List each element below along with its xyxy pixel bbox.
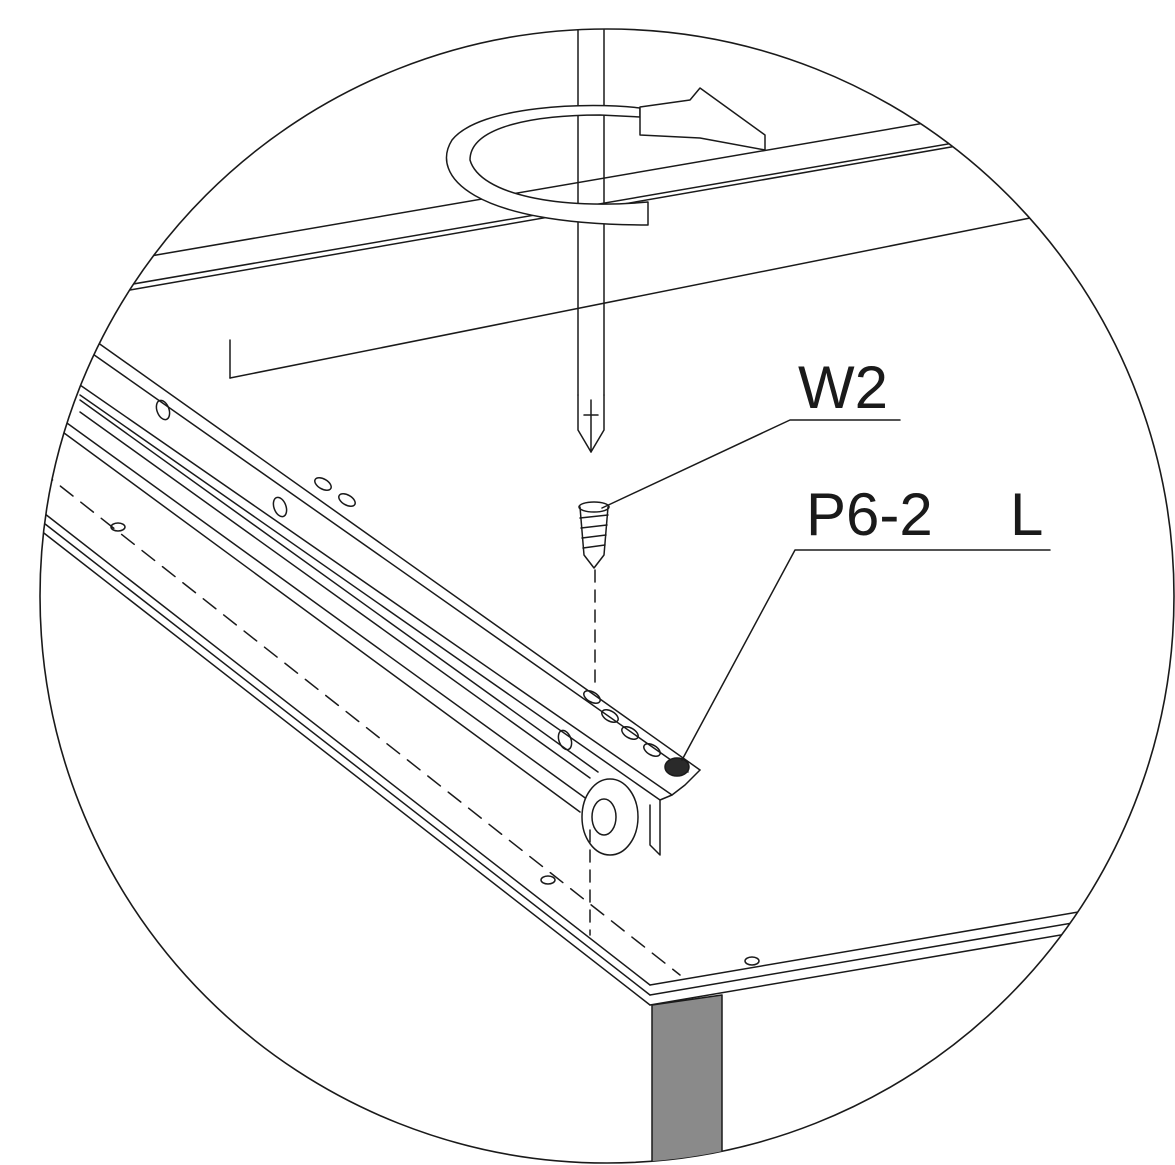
screw-part-label: W2 (798, 354, 888, 421)
leader-lines (601, 419, 1051, 761)
rail-part-label: P6-2 (806, 481, 933, 548)
p6-2-leader (681, 549, 1051, 761)
clockwise-arrow-icon (445, 87, 766, 226)
drawer-rail (59, 329, 701, 936)
side-panel (651, 994, 723, 1163)
bottom-panel (40, 469, 1091, 1006)
detail-circle (39, 28, 1175, 1164)
screw-icon (578, 501, 610, 569)
rail-side-label: L (1010, 481, 1043, 548)
w2-leader (601, 419, 901, 509)
